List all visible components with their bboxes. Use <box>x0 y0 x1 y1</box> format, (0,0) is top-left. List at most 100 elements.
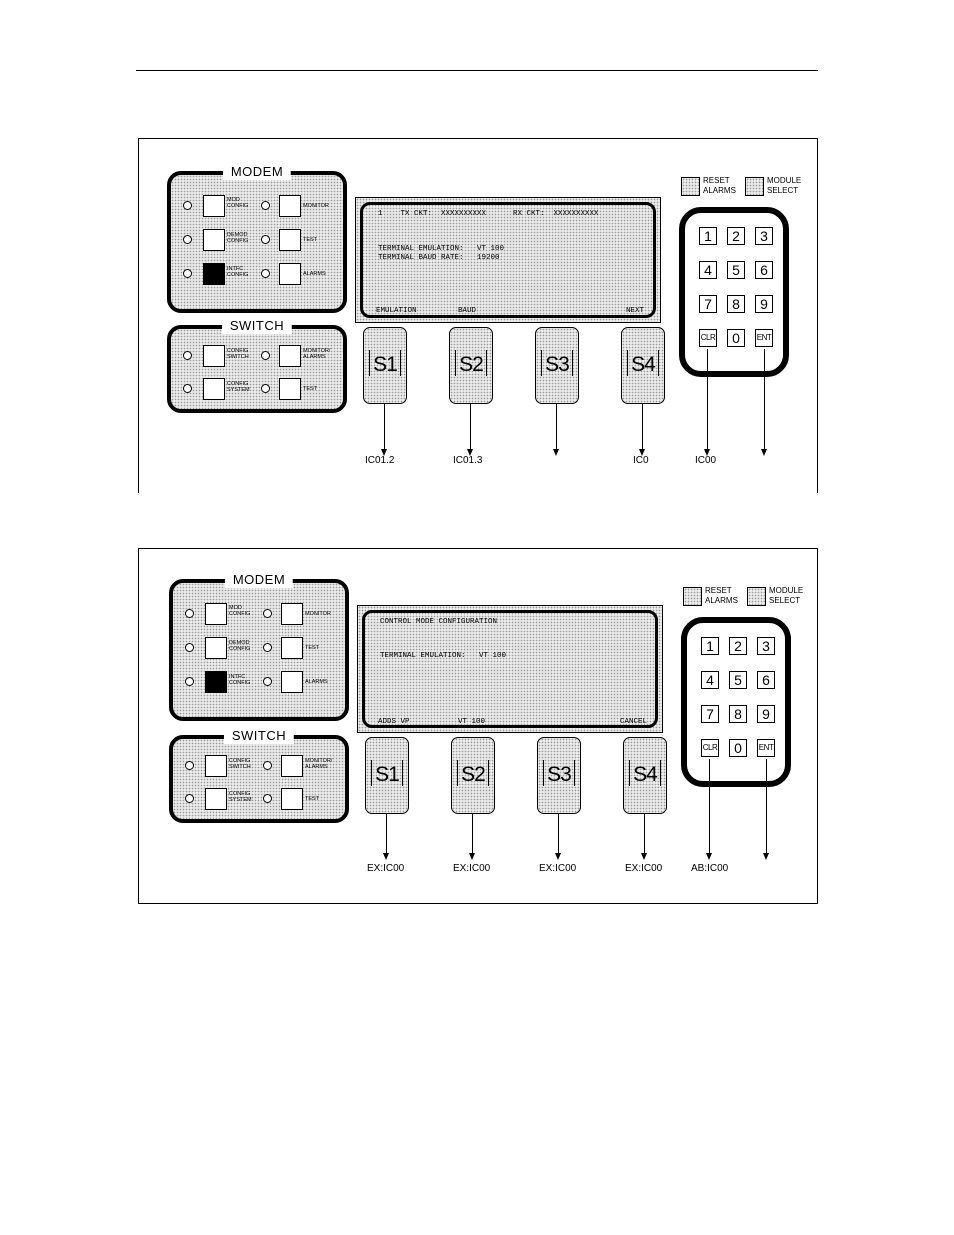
monitor-alarms-button[interactable] <box>281 755 303 777</box>
s2-arrow-head <box>467 449 473 456</box>
s1-softkey-button[interactable]: S1 <box>365 737 409 814</box>
module-select-button[interactable] <box>747 587 766 606</box>
monitor-alarms-label: MONITOR/ ALARMS <box>305 758 333 770</box>
s4-face <box>629 760 661 786</box>
key-clr[interactable]: CLR <box>701 739 719 757</box>
alarms-led <box>261 269 270 278</box>
modem-panel: MODEM MOD CONFIG MONITOR DEMOD CONFIG TE… <box>169 572 349 721</box>
clr-arrow-line <box>707 349 708 451</box>
key-6[interactable]: 6 <box>755 261 773 279</box>
key-2[interactable]: 2 <box>729 637 747 655</box>
key-9[interactable]: 9 <box>757 705 775 723</box>
key-0[interactable]: 0 <box>727 329 745 347</box>
key-2[interactable]: 2 <box>727 227 745 245</box>
key-clr[interactable]: CLR <box>699 329 717 347</box>
s4-label: S4 <box>631 353 656 376</box>
switch-test-label: TEST <box>303 386 318 392</box>
alarms-led <box>263 677 272 686</box>
config-system-button[interactable] <box>205 788 227 810</box>
keypad: 1 2 3 4 5 6 7 8 9 CLR 0 ENT <box>681 617 791 787</box>
s2-softkey-button[interactable]: S2 <box>451 737 495 814</box>
s2-softkey-button[interactable]: S2 <box>449 327 493 404</box>
mod-config-button[interactable] <box>205 603 227 625</box>
monitor-alarms-button[interactable] <box>279 345 301 367</box>
key-3[interactable]: 3 <box>755 227 773 245</box>
mod-config-button[interactable] <box>203 195 225 217</box>
key-5[interactable]: 5 <box>729 671 747 689</box>
alarms-button[interactable] <box>279 263 301 285</box>
test-button[interactable] <box>281 637 303 659</box>
key-ent[interactable]: ENT <box>757 739 775 757</box>
config-system-label: CONFIG SYSTEM <box>229 791 252 803</box>
s3-label: S3 <box>547 763 572 786</box>
key-5[interactable]: 5 <box>727 261 745 279</box>
intfc-config-led <box>183 269 192 278</box>
key-7[interactable]: 7 <box>699 295 717 313</box>
ent-arrow-line <box>766 759 767 855</box>
intfc-config-button[interactable] <box>203 263 225 285</box>
keypad: 1 2 3 4 5 6 7 8 9 CLR 0 ENT <box>679 207 789 377</box>
demod-config-button[interactable] <box>205 637 227 659</box>
module-select-label: MODULE SELECT <box>769 586 804 605</box>
demod-config-label: DEMOD CONFIG <box>227 232 249 244</box>
reset-alarms-button[interactable] <box>683 587 702 606</box>
test-label: TEST <box>305 645 320 651</box>
s1-arrow-line <box>386 813 387 855</box>
switch-panel: SWITCH CONFIG SWITCH MONITOR/ ALARMS CON… <box>169 728 349 823</box>
alarms-label: ALARMS <box>303 271 326 277</box>
key-1[interactable]: 1 <box>699 227 717 245</box>
s2-arrow-line <box>470 403 471 451</box>
s1-face <box>369 350 401 376</box>
switch-test-button[interactable] <box>279 378 301 400</box>
alarms-button[interactable] <box>281 671 303 693</box>
s4-softkey-button[interactable]: S4 <box>621 327 665 404</box>
softkey-label-2: BAUD <box>458 307 477 315</box>
key-4[interactable]: 4 <box>701 671 719 689</box>
config-system-button[interactable] <box>203 378 225 400</box>
lcd-screen <box>362 610 658 728</box>
s2-destination: IC01.3 <box>453 455 483 466</box>
front-panel-figure-2: MODEM MOD CONFIG MONITOR DEMOD CONFIG TE… <box>138 548 818 904</box>
lcd-line-3: TERMINAL BAUD RATE: 19200 <box>378 254 500 262</box>
key-7[interactable]: 7 <box>701 705 719 723</box>
header-rule <box>136 70 818 71</box>
mod-config-label: MOD CONFIG <box>229 605 251 617</box>
key-9[interactable]: 9 <box>755 295 773 313</box>
key-3[interactable]: 3 <box>757 637 775 655</box>
key-0[interactable]: 0 <box>729 739 747 757</box>
s2-arrow-line <box>472 813 473 855</box>
key-1[interactable]: 1 <box>701 637 719 655</box>
softkey-label-4: CANCEL <box>620 718 648 726</box>
s3-softkey-button[interactable]: S3 <box>537 737 581 814</box>
config-switch-button[interactable] <box>205 755 227 777</box>
s3-face <box>541 350 573 376</box>
key-ent[interactable]: ENT <box>755 329 773 347</box>
switch-test-label: TEST <box>305 796 320 802</box>
switch-test-button[interactable] <box>281 788 303 810</box>
config-switch-label: CONFIG SWITCH <box>227 348 249 360</box>
s1-softkey-button[interactable]: S1 <box>363 327 407 404</box>
s1-label: S1 <box>373 353 398 376</box>
monitor-button[interactable] <box>281 603 303 625</box>
intfc-config-led <box>185 677 194 686</box>
softkey-label-1: EMULATION <box>376 307 417 315</box>
s4-softkey-button[interactable]: S4 <box>623 737 667 814</box>
key-8[interactable]: 8 <box>729 705 747 723</box>
switch-test-led <box>261 384 270 393</box>
monitor-button[interactable] <box>279 195 301 217</box>
key-4[interactable]: 4 <box>699 261 717 279</box>
module-select-button[interactable] <box>745 177 764 196</box>
test-button[interactable] <box>279 229 301 251</box>
config-switch-button[interactable] <box>203 345 225 367</box>
switch-test-led <box>263 794 272 803</box>
reset-alarms-button[interactable] <box>681 177 700 196</box>
s3-softkey-button[interactable]: S3 <box>535 327 579 404</box>
key-8[interactable]: 8 <box>727 295 745 313</box>
intfc-config-button[interactable] <box>205 671 227 693</box>
demod-config-button[interactable] <box>203 229 225 251</box>
key-6[interactable]: 6 <box>757 671 775 689</box>
modem-panel-title: MODEM <box>210 572 308 588</box>
ent-arrow-head <box>763 853 769 860</box>
s4-destination: IC0 <box>633 455 649 466</box>
s4-arrow-head <box>641 853 647 860</box>
